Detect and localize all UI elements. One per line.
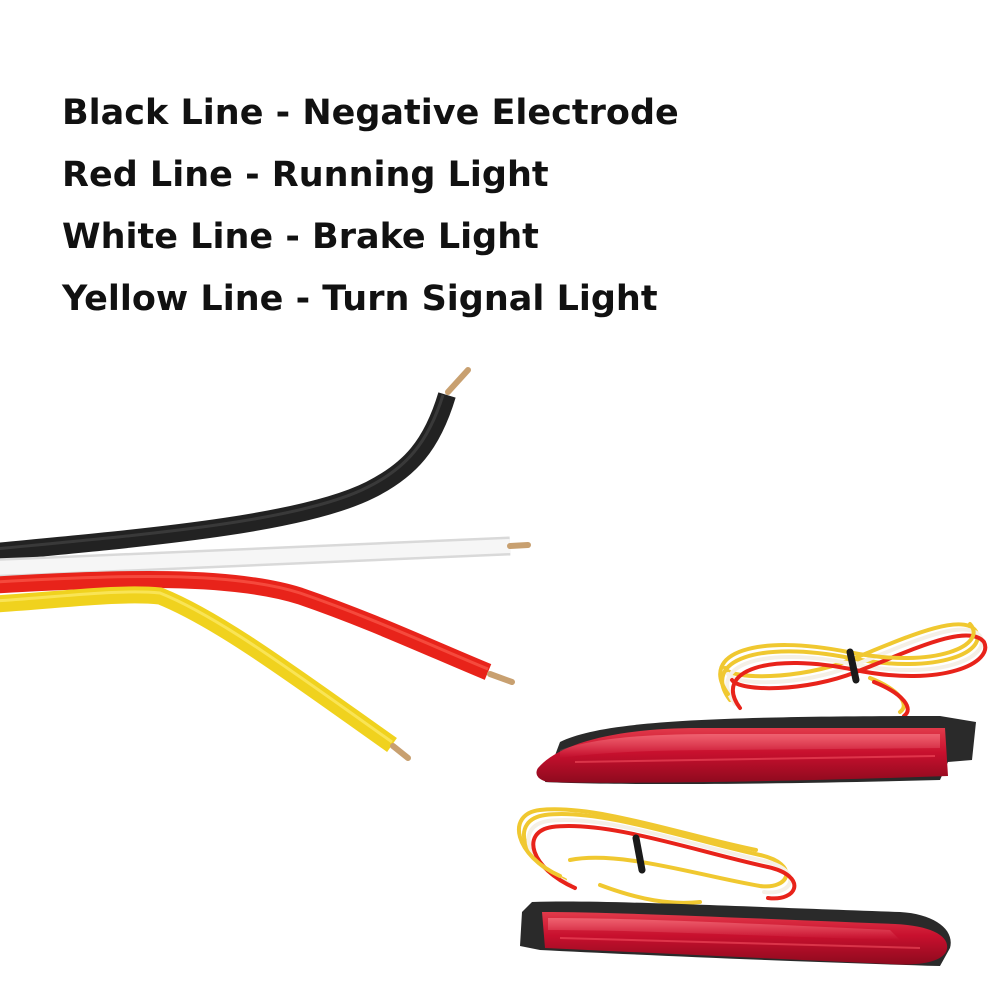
black-wire-tip — [445, 367, 471, 395]
red-wire — [0, 570, 492, 680]
red-wire-tip — [487, 671, 515, 685]
yellow-wire-tip — [390, 743, 411, 761]
legend-white-line: White Line - Brake Light — [62, 217, 539, 257]
legend-red-line: Red Line - Running Light — [62, 155, 549, 195]
legend-black-line: Black Line - Negative Electrode — [62, 93, 679, 133]
white-wire-tip — [507, 542, 531, 549]
wire-legend: Black Line - Negative Electrode Red Line… — [62, 82, 679, 330]
led-reflector-lamp-icon — [516, 807, 951, 966]
coiled-wire-bundle-icon — [718, 622, 988, 718]
black-wire — [0, 392, 456, 561]
yellow-wire — [0, 586, 397, 752]
led-reflector-lamp-icon — [536, 622, 988, 785]
coiled-wire-bundle-icon — [516, 807, 797, 905]
four-wire-harness-icon — [0, 367, 531, 761]
legend-yellow-line: Yellow Line - Turn Signal Light — [62, 279, 658, 319]
